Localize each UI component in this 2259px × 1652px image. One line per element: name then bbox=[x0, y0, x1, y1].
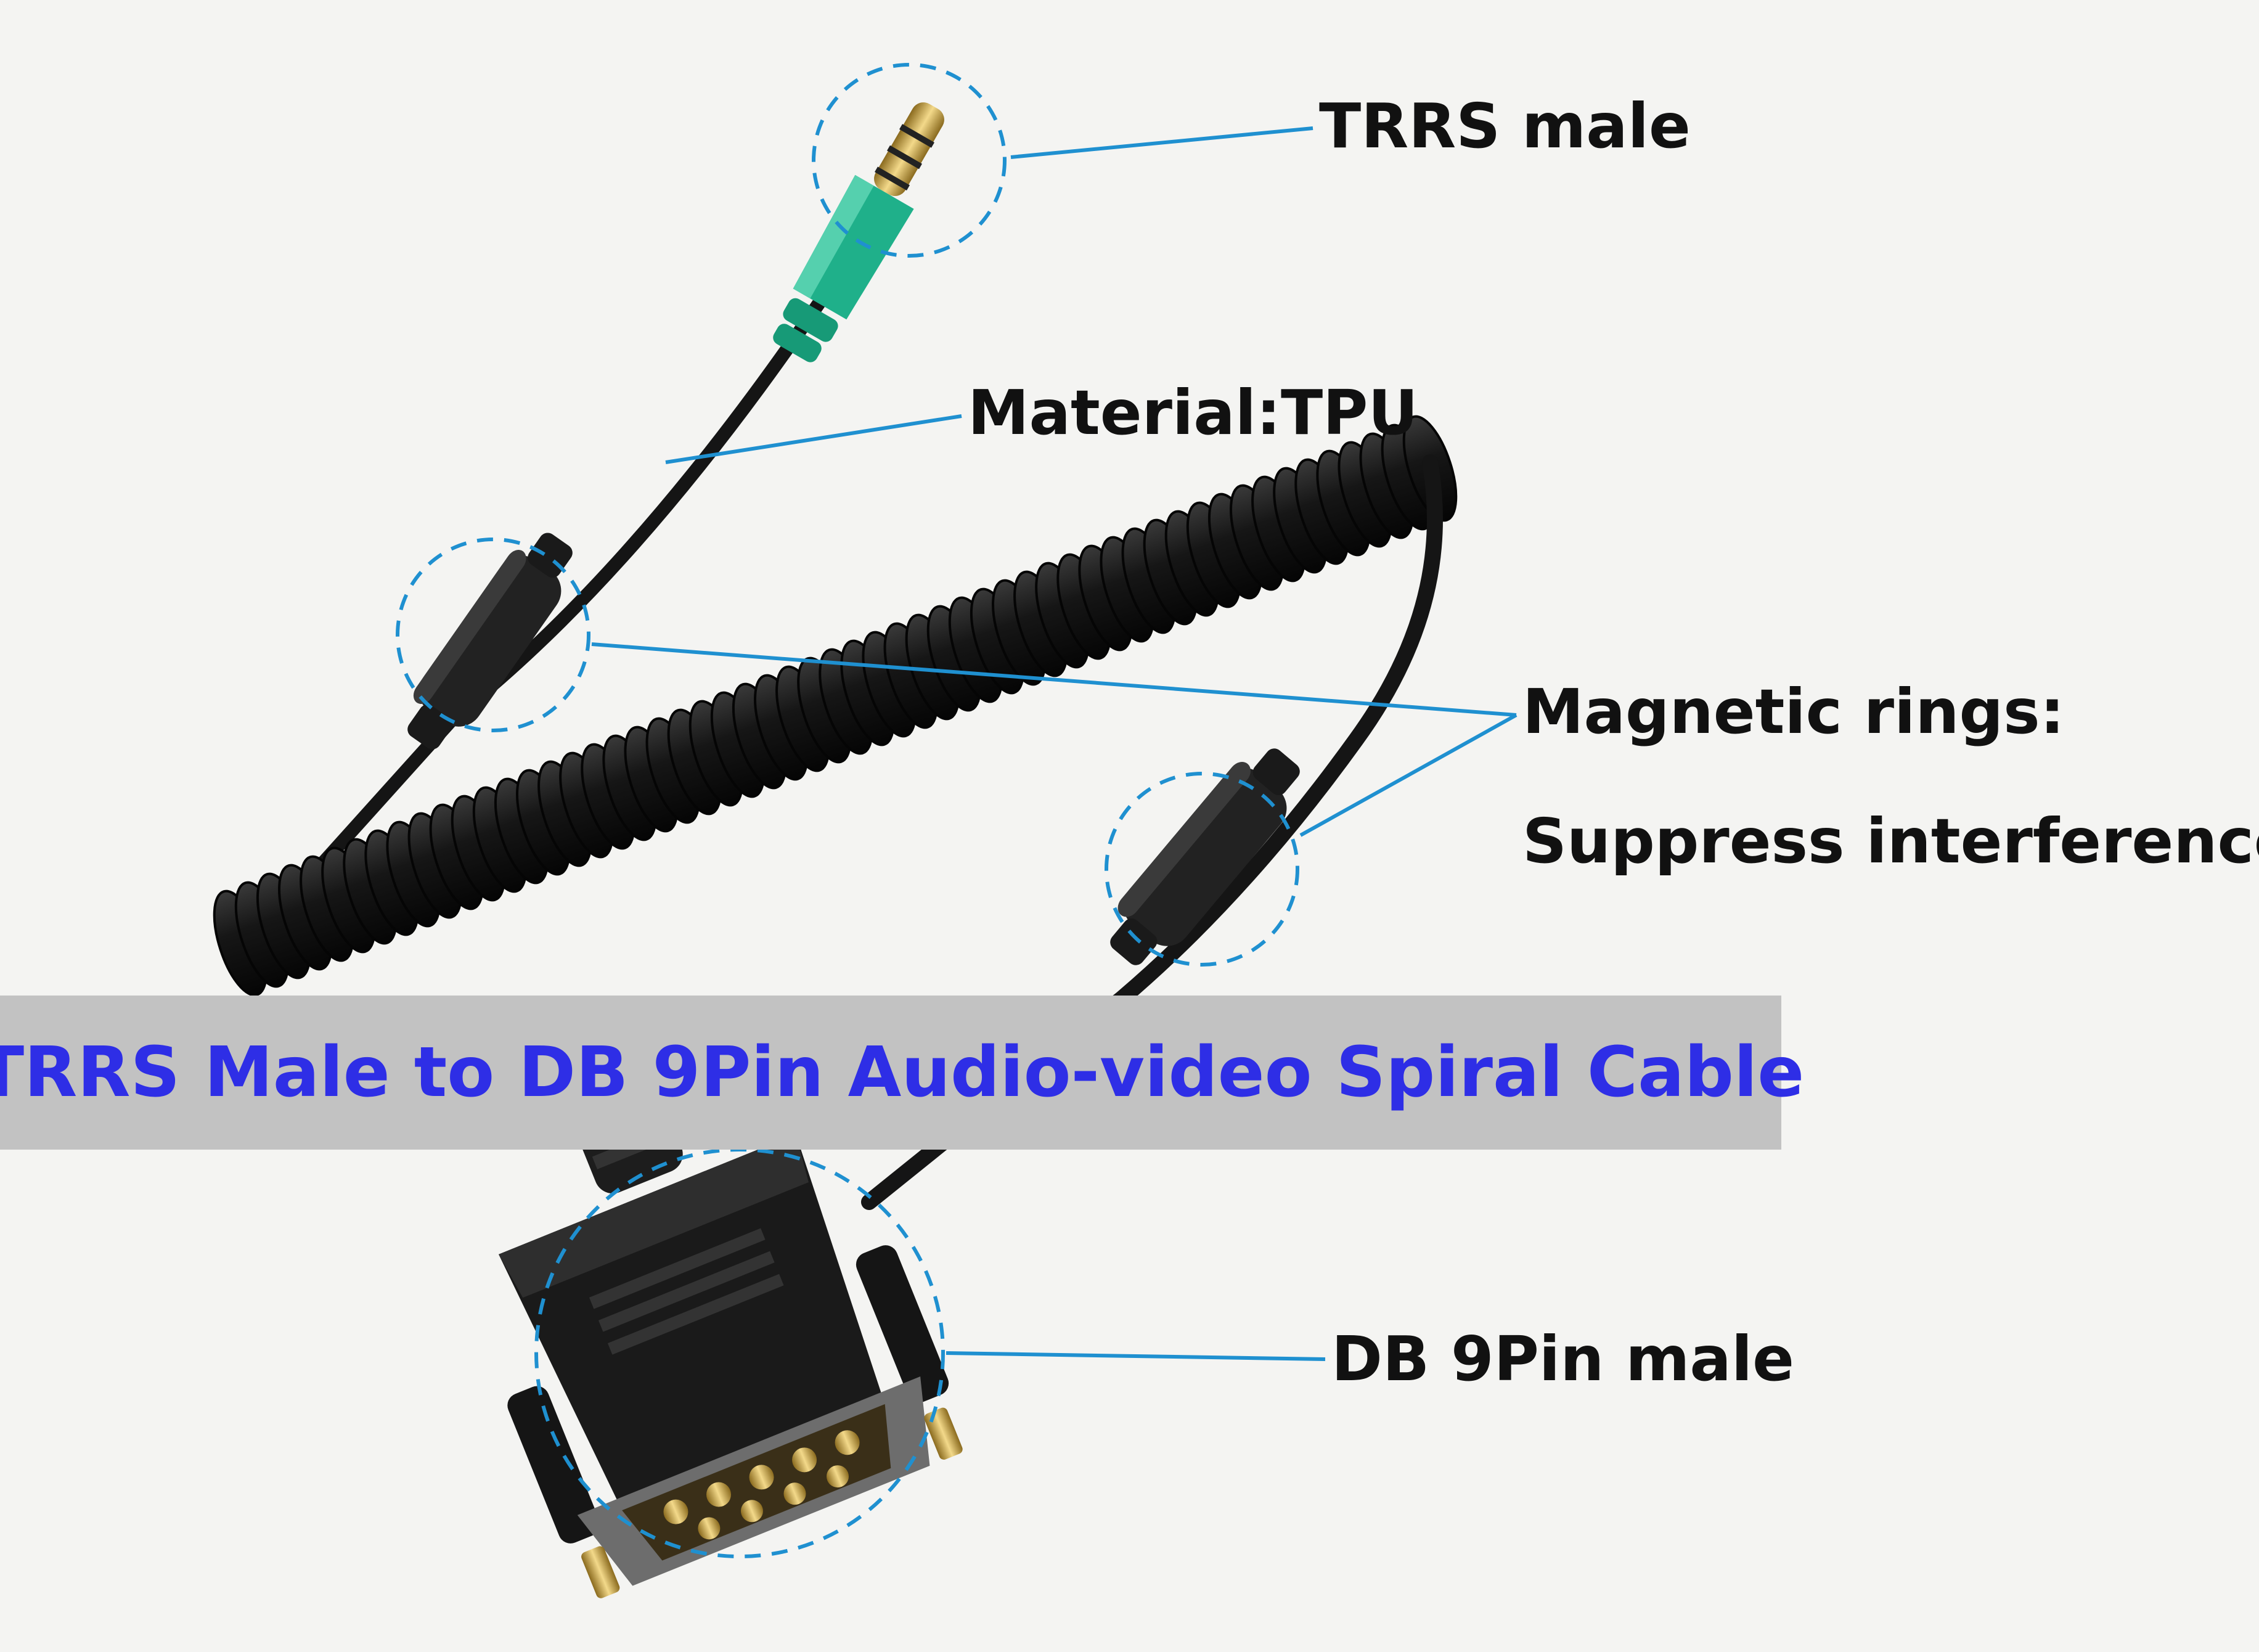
product-title: TRRS Male to DB 9Pin Audio-video Spiral … bbox=[0, 1032, 1805, 1113]
ferrite-bead-lower-icon bbox=[1110, 748, 1300, 965]
suppress-interference-label: Suppress interference bbox=[1522, 805, 2259, 877]
leader-line-trrs bbox=[1010, 126, 1313, 159]
material-label: Material:TPU bbox=[968, 377, 1418, 449]
cable-lower-straight bbox=[861, 454, 1443, 1210]
leader-line-ferrite-upper bbox=[591, 642, 1517, 717]
leader-line-db9 bbox=[946, 1351, 1326, 1361]
trrs-male-label: TRRS male bbox=[1319, 90, 1691, 162]
title-banner: TRRS Male to DB 9Pin Audio-video Spiral … bbox=[0, 996, 1804, 1150]
callout-circle-ferrite-upper bbox=[396, 538, 590, 732]
db9-connector-icon bbox=[499, 1066, 963, 1598]
leader-line-ferrite-lower bbox=[1299, 713, 1518, 837]
db9-male-label: DB 9Pin male bbox=[1331, 1323, 1794, 1395]
callout-circle-ferrite-lower bbox=[1105, 772, 1299, 967]
trrs-plug-icon bbox=[773, 102, 944, 362]
leader-line-material bbox=[665, 414, 962, 464]
callout-circle-db9 bbox=[534, 1148, 945, 1558]
ferrite-bead-upper-icon bbox=[407, 533, 573, 750]
magnetic-rings-label: Magnetic rings: bbox=[1522, 676, 2065, 748]
spiral-coil bbox=[213, 415, 1458, 997]
callout-circle-trrs bbox=[812, 63, 1007, 258]
